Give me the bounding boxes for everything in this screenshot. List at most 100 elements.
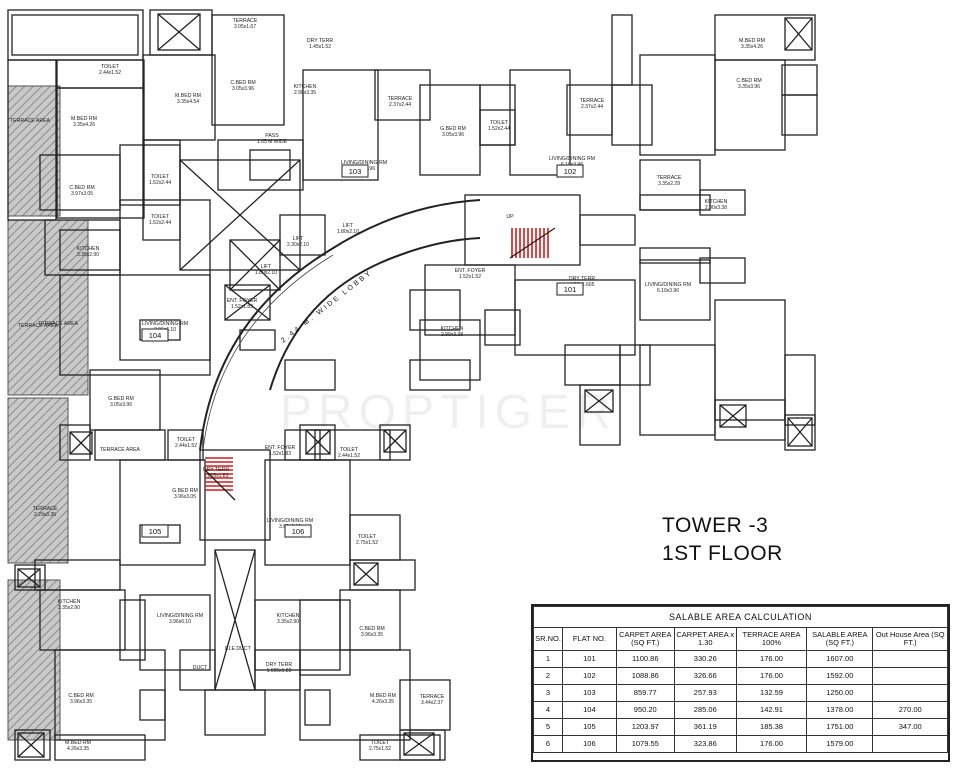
room-label: ENT. FOYER (455, 268, 486, 274)
room-wall (699, 189, 746, 216)
table-cell: 347.00 (872, 718, 948, 736)
room-size-label: 2.30x2.10 (287, 242, 309, 248)
flat-number: 101 (564, 285, 577, 294)
table-header-row: SR.NO.FLAT NO.CARPET AREA (SQ FT.)CARPET… (533, 627, 948, 651)
room-size-label: 3.44x2.37 (421, 700, 443, 706)
room-size-label: 3.05x3.96 (232, 86, 254, 92)
room-label: TERRACE (233, 18, 258, 24)
room-wall (284, 359, 336, 391)
room-size-label: 3.05x3.96 (110, 402, 132, 408)
room-wall (509, 69, 571, 176)
room-size-label: 4.26x3.35 (67, 746, 89, 752)
shaft-cross (157, 13, 201, 51)
shaft (383, 429, 407, 453)
room-label: KITCHEN (58, 599, 81, 605)
room-size-label: 2.90x3.35 (294, 90, 316, 96)
table-cell: 102 (561, 667, 617, 685)
room-wall (714, 14, 816, 61)
room-wall (339, 589, 401, 651)
room-wall (409, 289, 461, 331)
table-cell: 361.19 (673, 718, 737, 736)
lobby-wall-inner (269, 237, 481, 391)
salable-area-table: SALABLE AREA CALCULATION SR.NO.FLAT NO.C… (531, 604, 950, 762)
room-size-label: 3.35x4.54 (177, 99, 199, 105)
table-cell: 1 (533, 650, 563, 668)
room-label: KITCHEN (294, 84, 317, 90)
terrace-hatch (7, 579, 61, 741)
shaft (69, 431, 93, 455)
room-wall (611, 14, 633, 86)
table-header-cell: CARPET AREA (SQ FT.) (615, 627, 675, 651)
flat-number-box (341, 164, 369, 178)
table-cell (872, 667, 948, 685)
room-size-label: 1.52x2.44 (488, 126, 510, 132)
room-size-label: 3.35x2.29 (658, 181, 680, 187)
room-wall (139, 689, 166, 721)
room-label: LIFT (261, 264, 272, 270)
room-size-label: 1.52x2.44 (149, 220, 171, 226)
room-wall (119, 599, 146, 661)
room-size-label: 3.96x3.35 (361, 632, 383, 638)
room-wall (94, 429, 166, 461)
room-label: G.BED RM (172, 488, 198, 494)
room-label: DRY TERR (203, 467, 229, 473)
room-wall (139, 594, 211, 671)
room-wall (249, 149, 291, 181)
flat-number-box (141, 328, 169, 342)
room-label: TERRACE AREA (18, 323, 59, 329)
table-cell: 270.00 (872, 701, 948, 719)
lift-shaft (224, 284, 271, 321)
shaft (157, 13, 201, 51)
room-label: TOILET (177, 437, 196, 443)
room-label: G.BED RM (440, 126, 466, 132)
table-cell: 1250.00 (806, 684, 874, 702)
room-label: TOILET (490, 120, 509, 126)
shaft-cross (787, 417, 813, 447)
room-wall (59, 424, 91, 461)
room-size-label: 1.45x1.52 (309, 44, 331, 50)
room-label: M.BED RM (175, 93, 201, 99)
lobby-label: 2.44 M. WIDE LOBBY (280, 269, 374, 345)
shaft (17, 568, 41, 588)
room-label: LIVING/DINING RM (645, 282, 691, 288)
room-label: TERRACE (580, 98, 605, 104)
balcony-frame (11, 14, 139, 56)
room-size-label: 3.97x3.05 (71, 191, 93, 197)
room-label: KITCHEN (77, 246, 100, 252)
shaft (787, 417, 813, 447)
room-wall (254, 599, 341, 671)
room-label: TOILET (151, 174, 170, 180)
shaft-cross (353, 562, 379, 586)
room-wall (7, 59, 57, 221)
room-size-label: 3.05x3.96 (442, 132, 464, 138)
table-cell: 6 (533, 735, 563, 753)
room-size-label: 2.75x1.52 (356, 540, 378, 546)
room-wall (781, 94, 818, 136)
room-label: TERRACE (420, 694, 445, 700)
room-label: LIFT (343, 223, 354, 229)
lift-shaft (279, 214, 326, 256)
table-cell: 1751.00 (806, 718, 874, 736)
outer-wall (7, 9, 144, 61)
room-wall (284, 429, 321, 461)
table-cell: 103 (561, 684, 617, 702)
table-cell: 323.86 (673, 735, 737, 753)
room-wall (304, 689, 331, 726)
room-wall (784, 354, 816, 426)
room-size-label: 2.44x1.52 (175, 443, 197, 449)
lobby-wall-outer (199, 199, 481, 451)
table-header-cell: Out House Area (SQ FT.) (872, 627, 948, 651)
table-cell: 859.77 (615, 684, 675, 702)
flat-number: 105 (149, 527, 162, 536)
room-label: C.BED RM (68, 693, 93, 699)
room-size-label: 1.52x1.83 (231, 304, 253, 310)
room-label: ENT. FOYER (227, 298, 258, 304)
table-cell: 1607.00 (806, 650, 874, 668)
room-label: KITCHEN (441, 326, 464, 332)
flat-103-wall (302, 69, 379, 181)
table-cell: 105 (561, 718, 617, 736)
room-size-label: 3.05x1.67 (234, 24, 256, 30)
